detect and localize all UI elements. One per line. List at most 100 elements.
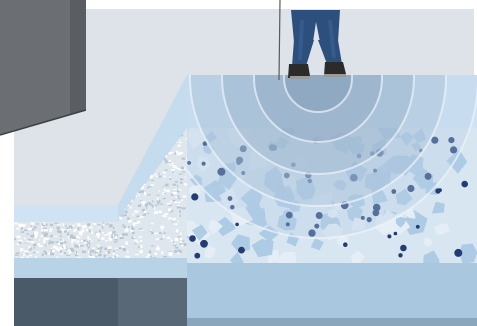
texture-fleck [109, 257, 112, 258]
texture-fleck [76, 245, 79, 247]
texture-fleck [176, 196, 177, 198]
texture-fleck [176, 223, 177, 225]
texture-fleck [181, 199, 183, 201]
texture-fleck [60, 250, 62, 253]
texture-fleck [120, 237, 124, 239]
texture-fleck [81, 235, 82, 237]
texture-fleck [22, 254, 23, 256]
texture-fleck [178, 145, 181, 147]
texture-fleck [20, 248, 23, 251]
texture-fleck [138, 246, 140, 248]
texture-fleck [17, 236, 21, 239]
texture-fleck [157, 246, 159, 248]
texture-fleck [50, 229, 53, 230]
texture-fleck [172, 171, 174, 172]
texture-fleck [99, 230, 101, 233]
texture-fleck [134, 243, 137, 244]
texture-fleck [50, 235, 53, 237]
texture-fleck [70, 234, 73, 237]
texture-fleck [177, 185, 178, 187]
texture-fleck [60, 242, 63, 244]
texture-fleck [57, 227, 60, 230]
texture-fleck [98, 227, 100, 228]
texture-fleck [30, 235, 34, 238]
texture-fleck [128, 220, 132, 223]
texture-fleck [180, 237, 182, 240]
texture-fleck [88, 242, 90, 244]
texture-fleck [161, 252, 164, 254]
texture-fleck [147, 202, 150, 203]
texture-fleck [182, 240, 184, 241]
texture-fleck [136, 242, 139, 243]
texture-fleck [91, 241, 93, 243]
texture-fleck [42, 254, 44, 257]
texture-fleck [172, 165, 175, 167]
texture-fleck [72, 225, 75, 227]
texture-fleck [182, 158, 185, 160]
texture-fleck [78, 224, 81, 227]
texture-fleck [159, 232, 162, 234]
texture-fleck [170, 201, 172, 203]
texture-fleck [58, 242, 60, 244]
texture-fleck [22, 226, 26, 228]
texture-fleck [178, 249, 181, 251]
texture-fleck [182, 171, 185, 172]
texture-fleck [54, 223, 58, 224]
texture-fleck [90, 226, 92, 229]
texture-fleck [127, 251, 128, 253]
texture-fleck [150, 185, 154, 186]
texture-fleck [150, 256, 152, 258]
texture-fleck [93, 223, 95, 225]
texture-fleck [79, 254, 80, 255]
texture-fleck [173, 184, 177, 186]
texture-fleck [90, 254, 92, 256]
texture-fleck [172, 218, 176, 220]
texture-fleck [156, 195, 159, 196]
texture-fleck [164, 188, 166, 191]
texture-fleck [125, 242, 128, 245]
texture-fleck [154, 174, 157, 175]
texture-fleck [99, 248, 102, 249]
texture-fleck [164, 193, 166, 194]
texture-fleck [143, 203, 144, 205]
texture-fleck [82, 229, 85, 232]
texture-fleck [171, 240, 173, 242]
texture-fleck [64, 241, 66, 243]
texture-fleck [161, 228, 162, 231]
texture-fleck [102, 224, 103, 227]
texture-fleck [169, 160, 171, 162]
texture-fleck [128, 256, 129, 258]
texture-fleck [160, 204, 163, 205]
texture-fleck [140, 217, 141, 219]
texture-fleck [125, 211, 128, 214]
texture-fleck [57, 250, 59, 252]
slab-base-strip [187, 318, 477, 326]
texture-fleck [150, 177, 152, 178]
rebar-dot [200, 240, 208, 248]
texture-fleck [64, 248, 67, 249]
texture-fleck [139, 228, 143, 229]
texture-fleck [66, 255, 70, 256]
texture-fleck [115, 236, 117, 238]
texture-fleck [123, 248, 126, 251]
texture-fleck [123, 246, 125, 248]
texture-fleck [143, 186, 144, 187]
texture-fleck [37, 243, 40, 245]
texture-fleck [89, 240, 91, 243]
texture-fleck [135, 254, 138, 255]
texture-fleck [179, 174, 183, 175]
texture-fleck [135, 210, 139, 212]
texture-fleck [178, 191, 179, 193]
texture-fleck [96, 245, 100, 246]
texture-fleck [102, 222, 104, 223]
texture-fleck [180, 178, 183, 180]
texture-fleck [165, 184, 169, 187]
texture-fleck [90, 251, 91, 254]
texture-fleck [174, 201, 177, 203]
texture-fleck [109, 224, 113, 227]
texture-fleck [134, 240, 137, 241]
texture-fleck [83, 240, 86, 242]
texture-fleck [78, 231, 81, 232]
texture-fleck [163, 172, 166, 174]
texture-fleck [148, 254, 151, 256]
